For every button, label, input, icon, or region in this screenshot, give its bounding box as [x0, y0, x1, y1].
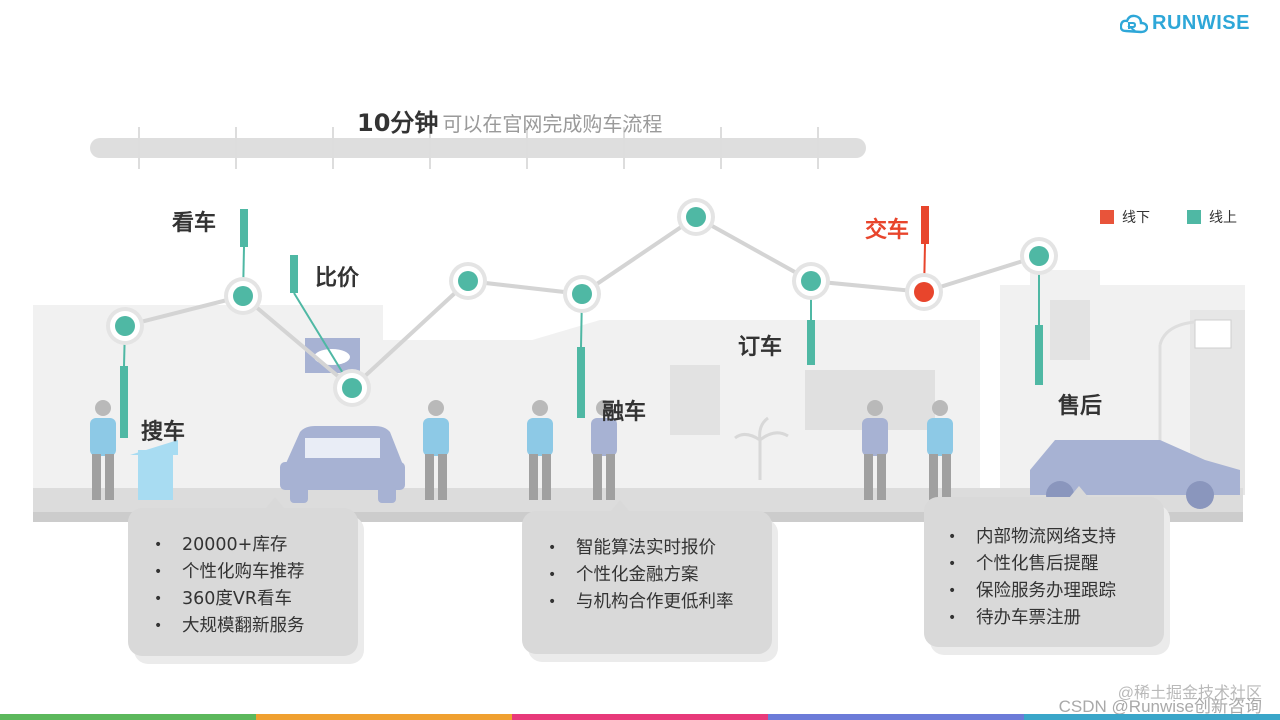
bottom-bar-segment — [512, 714, 768, 720]
card-pointer — [610, 500, 630, 512]
card-pointer — [265, 497, 285, 509]
bottom-bar-segment — [768, 714, 1024, 720]
plant-icon — [734, 416, 789, 480]
step-marker-bar — [807, 320, 815, 365]
step-marker-bar — [577, 347, 585, 418]
step-label-aftersales: 售后 — [1058, 394, 1103, 419]
step-marker-bar — [1035, 325, 1043, 385]
list-item: 个性化金融方案 — [548, 562, 772, 589]
bottom-bar-segment — [0, 714, 256, 720]
list-item: 与机构合作更低利率 — [548, 589, 772, 616]
time-scale-bar — [90, 127, 866, 169]
person-icon — [527, 400, 553, 500]
brand-logo: RUNWISE — [1120, 12, 1250, 35]
feature-card-finance: 智能算法实时报价 个性化金融方案 与机构合作更低利率 — [522, 500, 772, 654]
feature-card-search: 20000+库存 个性化购车推荐 360度VR看车 大规模翻新服务 — [128, 497, 358, 656]
legend-offline: 线下 — [1100, 207, 1150, 227]
legend-swatch-offline — [1100, 210, 1114, 224]
step-marker-bar — [921, 206, 929, 244]
list-item: 大规模翻新服务 — [154, 613, 358, 640]
card-pointer — [1069, 486, 1089, 498]
headline-text: 可以在官网完成购车流程 — [442, 112, 663, 136]
people-group — [90, 400, 953, 500]
step-label-view: 看车 — [172, 211, 217, 236]
journey-node — [458, 271, 478, 291]
step-label-order: 订车 — [738, 335, 783, 360]
journey-node — [342, 378, 362, 398]
list-item: 个性化售后提醒 — [948, 551, 1164, 578]
legend-label-offline: 线下 — [1122, 210, 1150, 226]
list-item: 保险服务办理跟踪 — [948, 578, 1164, 605]
journey-node — [572, 284, 592, 304]
bottom-bar-segment — [256, 714, 512, 720]
bottom-color-bar — [0, 714, 1280, 720]
car-icon — [280, 426, 405, 503]
list-item: 个性化购车推荐 — [154, 559, 358, 586]
person-icon — [862, 400, 888, 500]
person-icon — [591, 400, 617, 500]
step-label-compare: 比价 — [315, 266, 360, 291]
person-icon — [423, 400, 449, 500]
kiosk-icon — [130, 440, 178, 500]
journey-node — [233, 286, 253, 306]
step-marker-bar — [290, 255, 298, 293]
step-marker-bar — [120, 366, 128, 438]
list-item: 智能算法实时报价 — [548, 535, 772, 562]
bottom-bar-segment — [1024, 714, 1280, 720]
legend-online: 线上 — [1187, 207, 1237, 227]
journey-node — [914, 282, 934, 302]
feature-list-finance: 智能算法实时报价 个性化金融方案 与机构合作更低利率 — [522, 511, 772, 616]
feature-card-aftersales: 内部物流网络支持 个性化售后提醒 保险服务办理跟踪 待办车票注册 — [924, 486, 1164, 647]
person-icon — [927, 400, 953, 500]
journey-node — [686, 207, 706, 227]
watermark-csdn: CSDN @Runwise创新咨询 — [1058, 697, 1262, 716]
journey-node — [1029, 246, 1049, 266]
step-label-delivery: 交车 — [865, 218, 910, 243]
journey-node — [801, 271, 821, 291]
step-marker-bar — [240, 209, 248, 247]
step-label-search: 搜车 — [141, 420, 186, 445]
headline-emphasis: 10分钟 — [357, 109, 439, 137]
legend-swatch-online — [1187, 210, 1201, 224]
step-label-finance: 融车 — [602, 400, 647, 425]
watermark-juejin: @稀土掘金技术社区 — [1117, 685, 1262, 702]
list-item: 360度VR看车 — [154, 586, 358, 613]
list-item: 20000+库存 — [154, 532, 358, 559]
brand-logo-text: RUNWISE — [1152, 12, 1250, 34]
person-icon — [90, 400, 116, 500]
list-item: 待办车票注册 — [948, 605, 1164, 632]
journey-node — [115, 316, 135, 336]
journey-path — [106, 198, 1058, 438]
feature-list-aftersales: 内部物流网络支持 个性化售后提醒 保险服务办理跟踪 待办车票注册 — [924, 497, 1164, 632]
feature-list-search: 20000+库存 个性化购车推荐 360度VR看车 大规模翻新服务 — [128, 508, 358, 640]
list-item: 内部物流网络支持 — [948, 524, 1164, 551]
headline: 10分钟可以在官网完成购车流程 — [357, 103, 662, 138]
cloud-logo-icon — [1120, 14, 1149, 33]
legend-label-online: 线上 — [1209, 210, 1237, 226]
